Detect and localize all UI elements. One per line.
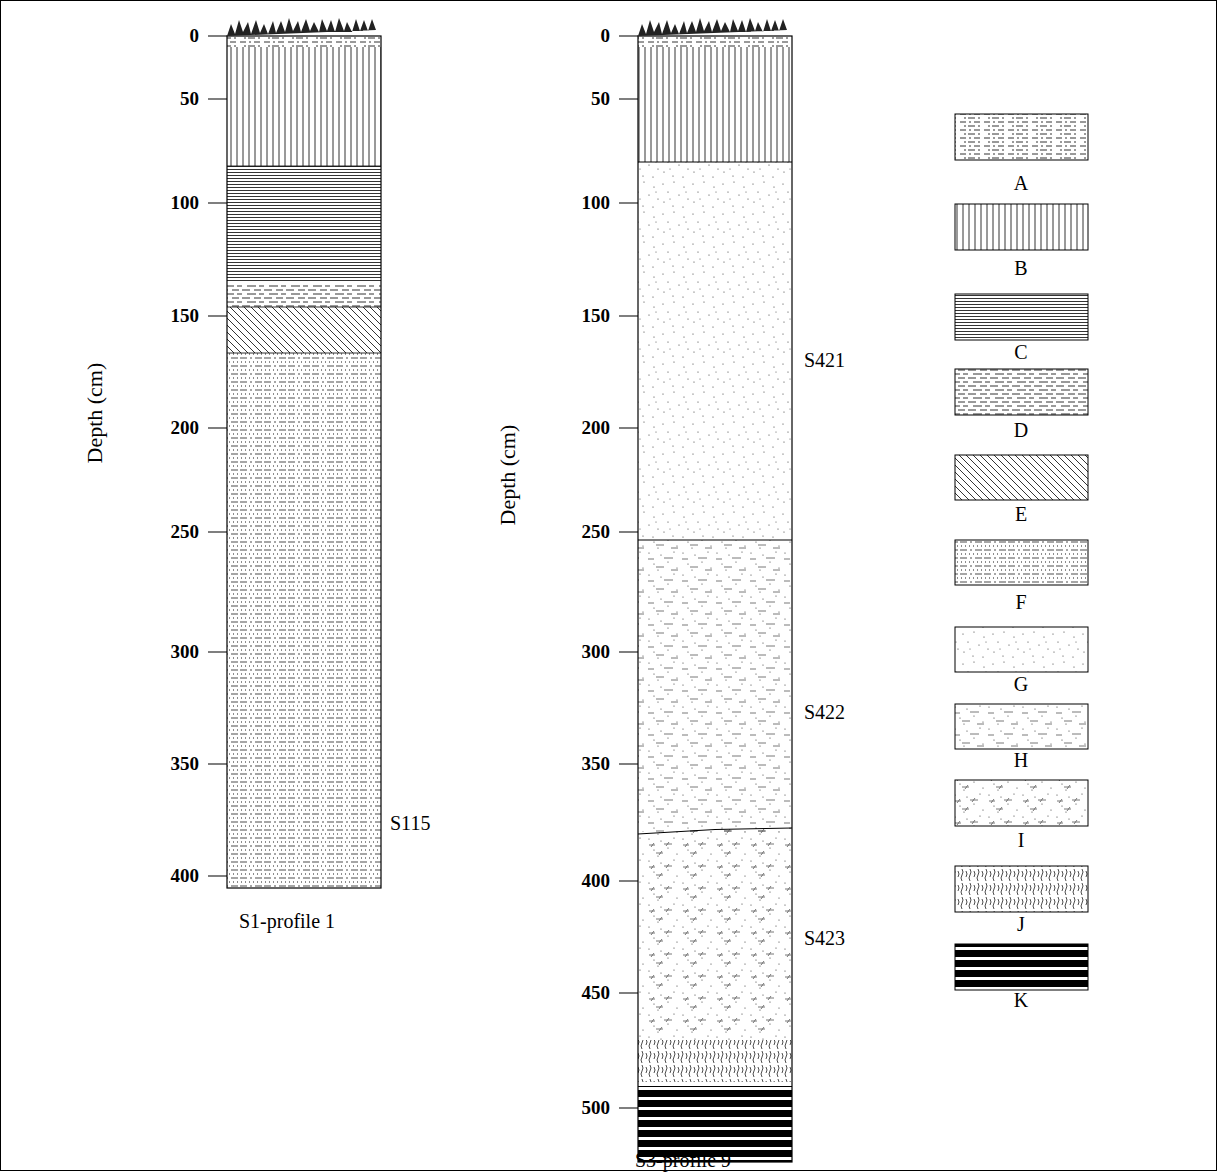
sample-label: S423 [804,927,845,949]
legend-letter: B [1014,257,1027,279]
sample-label: S421 [804,349,845,371]
legend-letter: J [1017,913,1025,935]
depth-tick: 200 [582,418,611,439]
legend-letter: E [1015,503,1027,525]
depth-tick: 150 [171,306,200,327]
depth-tick: 0 [601,26,611,47]
depth-tick: 0 [190,26,200,47]
profile-name: S3-profile 9 [635,1149,731,1171]
legend-letter: G [1014,673,1028,695]
axis-title: Depth (cm) [496,425,520,526]
legend-letter: D [1014,419,1028,441]
profile-name: S1-profile 1 [239,910,335,932]
depth-tick: 50 [591,89,610,110]
depth-tick: 150 [582,306,611,327]
depth-tick: 100 [171,193,200,214]
depth-tick: 250 [582,522,611,543]
sample-label: S115 [390,812,430,834]
depth-tick: 100 [582,193,611,214]
depth-tick: 350 [171,754,200,775]
legend-letter: C [1014,341,1027,363]
depth-tick: 300 [582,642,611,663]
legend-letter: F [1015,591,1026,613]
depth-tick: 500 [582,1098,611,1119]
depth-tick: 50 [180,89,199,110]
legend-letter: A [1014,172,1028,194]
depth-tick: 400 [171,866,200,887]
depth-tick: 400 [582,871,611,892]
legend-letter: I [1018,829,1025,851]
depth-tick: 250 [171,522,200,543]
legend-letter: H [1014,749,1028,771]
legend-swatches [955,114,1088,990]
legend-letter: K [1014,989,1028,1011]
depth-tick: 350 [582,754,611,775]
axis-title: Depth (cm) [83,363,107,464]
depth-tick: 450 [582,983,611,1004]
depth-tick: 300 [171,642,200,663]
profile-9-column [619,18,792,1162]
sample-label: S422 [804,701,845,723]
depth-tick: 200 [171,418,200,439]
profile-1-column [208,18,381,888]
